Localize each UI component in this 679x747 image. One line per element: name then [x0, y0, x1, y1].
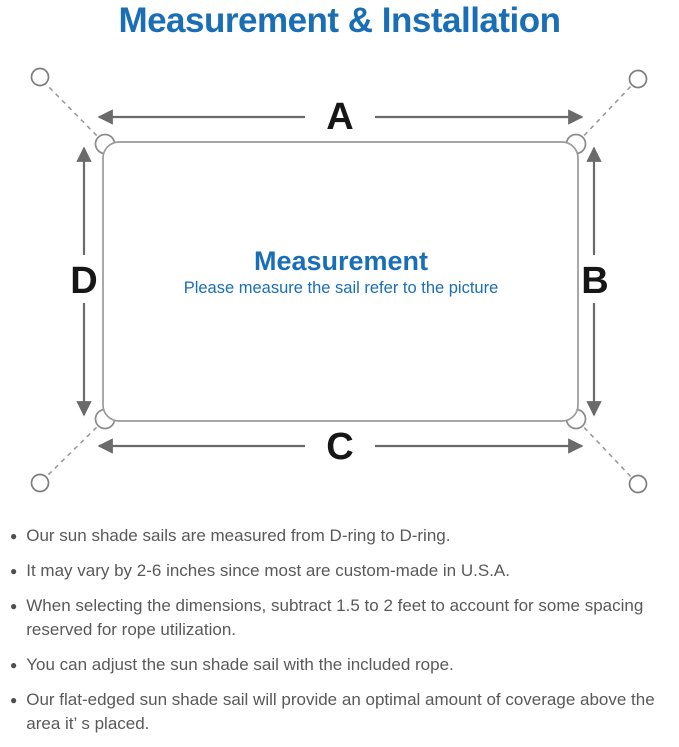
dimension-label-c: C: [326, 426, 353, 468]
note-text: You can adjust the sun shade sail with t…: [26, 655, 454, 674]
anchor-ring-bottom-left: [30, 473, 50, 493]
tie-ropes: [44, 82, 634, 480]
note-text: Our flat-edged sun shade sail will provi…: [26, 690, 655, 733]
note-text: It may vary by 2-6 inches since most are…: [26, 561, 510, 580]
note-item: ● Our sun shade sails are measured from …: [10, 524, 668, 548]
note-item: ● Our flat-edged sun shade sail will pro…: [10, 688, 668, 736]
anchor-points: [30, 67, 648, 494]
note-text: When selecting the dimensions, subtract …: [26, 596, 644, 639]
dimension-label-d: D: [70, 260, 97, 302]
dimension-arrows: [76, 109, 602, 454]
dimension-label-a: A: [326, 96, 353, 138]
rope-line-top-left: [44, 82, 104, 143]
diagram-center-subtitle: Please measure the sail refer to the pic…: [184, 279, 499, 297]
diagram-center-title: Measurement: [254, 246, 428, 276]
bullet-icon: ●: [10, 529, 18, 543]
measurement-diagram: A B C D Measurement Please measure the s…: [30, 67, 648, 494]
bullet-icon: ●: [10, 599, 18, 613]
bullet-icon: ●: [10, 658, 18, 672]
anchor-ring-top-left: [30, 67, 50, 87]
note-text: Our sun shade sails are measured from D-…: [26, 526, 451, 545]
note-item: ● It may vary by 2-6 inches since most a…: [10, 559, 668, 583]
bullet-icon: ●: [10, 564, 18, 578]
rope-line-bottom-right: [577, 420, 634, 480]
note-item: ● When selecting the dimensions, subtrac…: [10, 594, 668, 642]
notes-list: ● Our sun shade sails are measured from …: [10, 524, 668, 747]
shade-sail-outline: [102, 141, 579, 422]
note-item: ● You can adjust the sun shade sail with…: [10, 653, 668, 677]
rope-line-top-right: [577, 83, 634, 143]
anchor-ring-bottom-right: [628, 474, 648, 494]
bullet-icon: ●: [10, 693, 18, 707]
dimension-label-b: B: [581, 260, 608, 302]
anchor-ring-top-right: [628, 69, 648, 89]
page-title: Measurement & Installation: [118, 1, 561, 40]
rope-line-bottom-left: [44, 420, 104, 479]
